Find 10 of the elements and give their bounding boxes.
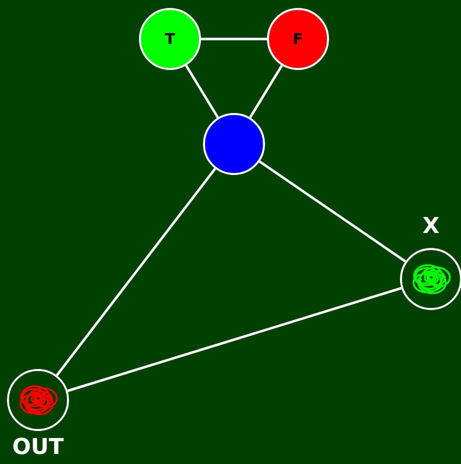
connector-line (56, 168, 216, 376)
connector-line (249, 64, 283, 118)
labeled-circle: T (139, 8, 201, 70)
connector-line (67, 286, 402, 392)
connector-line (258, 160, 406, 262)
connector-line (185, 64, 219, 118)
node-label: OUT (12, 435, 64, 460)
node-label: X (422, 214, 440, 239)
labeled-circle: F (267, 8, 329, 70)
connector-line (201, 38, 267, 40)
